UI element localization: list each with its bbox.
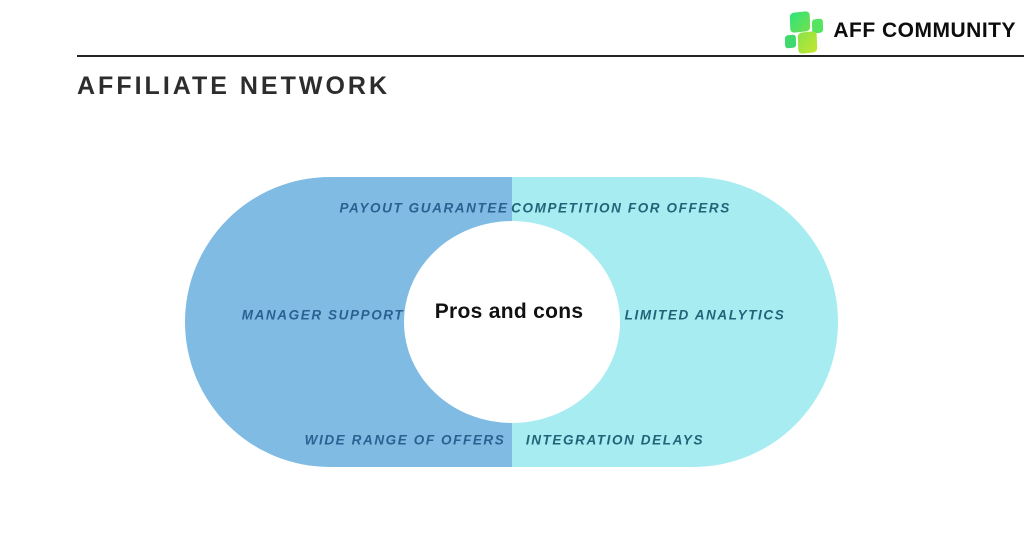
cons-item-limited-analytics: LIMITED ANALYTICS — [624, 307, 786, 323]
center-circle — [404, 221, 620, 423]
diagram-center-label: Pros and cons — [434, 300, 584, 323]
page-title: AFFILIATE NETWORK — [77, 72, 390, 100]
cons-item-integration-delays: INTEGRATION DELAYS — [525, 432, 705, 448]
header-divider-line — [77, 55, 1024, 57]
pros-cons-diagram — [185, 177, 838, 467]
logo-square-large — [790, 10, 811, 34]
brand-logo: AFF COMMUNITY — [779, 6, 1016, 56]
logo-square-left — [785, 34, 797, 49]
pros-item-wide-range-of-offers: WIDE RANGE OF OFFERS — [304, 432, 506, 448]
cons-item-competition-for-offers: COMPETITION FOR OFFERS — [511, 200, 731, 216]
pros-item-manager-support: MANAGER SUPPORT — [241, 307, 405, 323]
brand-name: AFF COMMUNITY — [833, 19, 1016, 42]
logo-square-bottom — [798, 30, 818, 55]
green-squares-icon — [779, 6, 827, 56]
pros-item-payout-guarantee: PAYOUT GUARANTEE — [339, 200, 509, 216]
